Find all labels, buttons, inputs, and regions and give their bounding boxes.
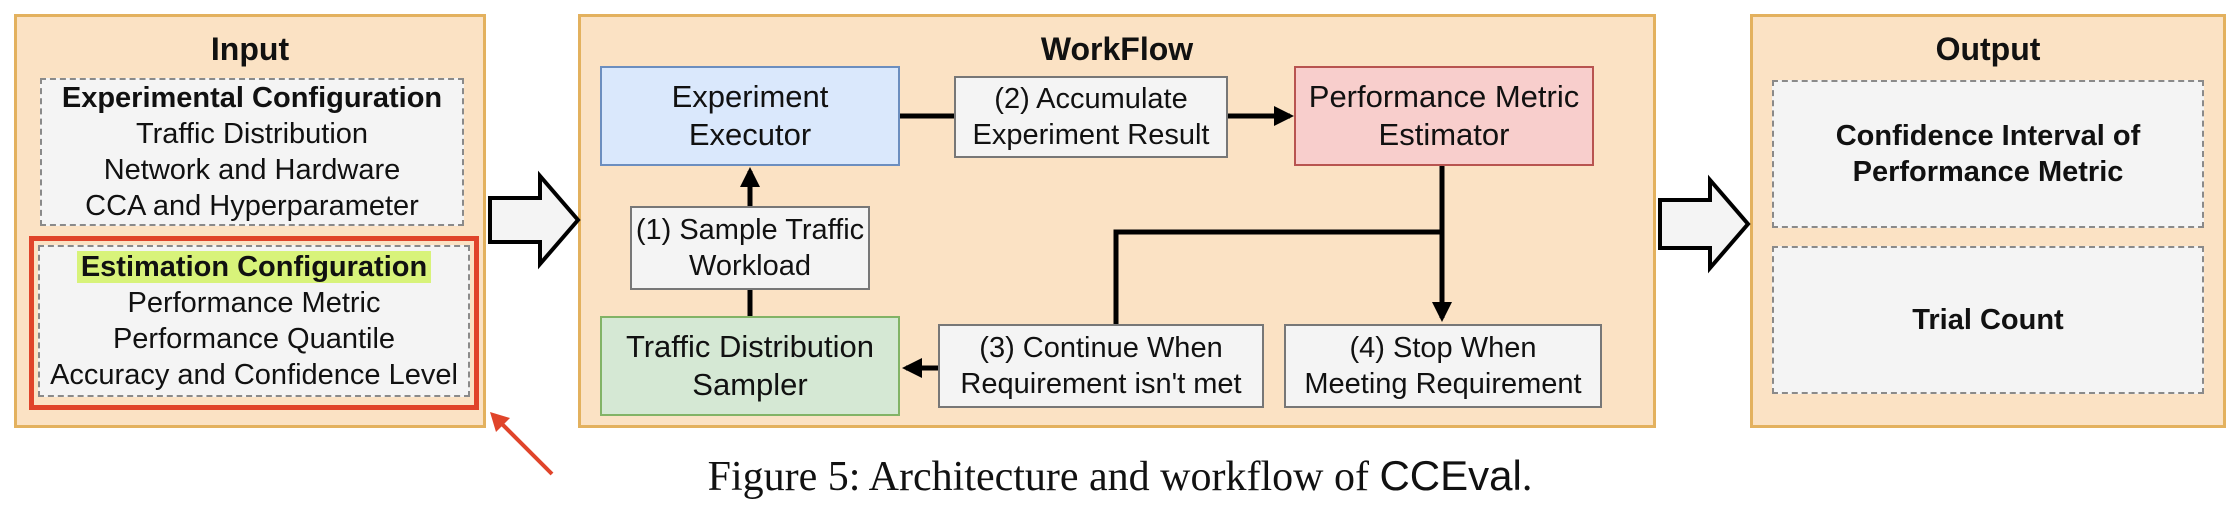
performance-estimator-box: Performance Metric Estimator bbox=[1294, 66, 1594, 166]
confidence-interval-box: Confidence Interval of Performance Metri… bbox=[1772, 80, 2204, 228]
estimation-config-item: Performance Quantile bbox=[112, 323, 396, 355]
highlight-pointer-arrowhead bbox=[490, 412, 510, 432]
experimental-config-item: Traffic Distribution bbox=[135, 118, 369, 150]
sample-workload-line: Workload bbox=[689, 250, 811, 282]
performance-estimator-line: Performance Metric bbox=[1308, 79, 1580, 114]
trial-count-box: Trial Count bbox=[1772, 246, 2204, 394]
confidence-interval-line: Performance Metric bbox=[1852, 156, 2124, 188]
sample-workload-box: (1) Sample Traffic Workload bbox=[630, 206, 870, 290]
stop-box: (4) Stop When Meeting Requirement bbox=[1284, 324, 1602, 408]
estimation-config-heading-text: Estimation Configuration bbox=[76, 251, 432, 283]
sample-workload-line: (1) Sample Traffic bbox=[635, 214, 865, 246]
traffic-sampler-line: Sampler bbox=[692, 367, 808, 402]
estimation-config-item: Performance Metric bbox=[127, 287, 381, 319]
caption-suffix: . bbox=[1521, 454, 1533, 500]
confidence-interval-line: Confidence Interval of bbox=[1835, 120, 2141, 152]
experimental-config-heading: Experimental Configuration bbox=[61, 82, 443, 114]
output-title: Output bbox=[1935, 31, 2041, 67]
caption-prefix: Figure 5: Architecture and workflow of bbox=[707, 454, 1380, 500]
stop-line: Meeting Requirement bbox=[1304, 368, 1582, 400]
experiment-executor-line: Executor bbox=[688, 117, 812, 152]
estimation-config-box: Estimation Configuration Performance Met… bbox=[38, 245, 470, 397]
caption-system-name: CCEval bbox=[1379, 452, 1522, 499]
continue-line: Requirement isn't met bbox=[960, 368, 1242, 400]
trial-count-text: Trial Count bbox=[1912, 304, 2064, 336]
traffic-sampler-line: Traffic Distribution bbox=[625, 329, 875, 364]
traffic-sampler-box: Traffic Distribution Sampler bbox=[600, 316, 900, 416]
estimation-config-heading: Estimation Configuration bbox=[76, 249, 432, 285]
estimation-config-item: Accuracy and Confidence Level bbox=[50, 359, 458, 391]
branch-to-continue-line bbox=[1113, 229, 1442, 324]
experimental-config-item: Network and Hardware bbox=[103, 154, 401, 186]
workflow-title: WorkFlow bbox=[1040, 31, 1194, 67]
performance-estimator-line: Estimator bbox=[1378, 117, 1510, 152]
workflow-to-output-arrow bbox=[1658, 174, 1751, 274]
accumulate-result-box: (2) Accumulate Experiment Result bbox=[954, 76, 1228, 158]
continue-box: (3) Continue When Requirement isn't met bbox=[938, 324, 1264, 408]
experimental-config-box: Experimental Configuration Traffic Distr… bbox=[40, 78, 464, 226]
accumulate-result-line: Experiment Result bbox=[972, 119, 1210, 151]
experiment-executor-box: Experiment Executor bbox=[600, 66, 900, 166]
stop-line: (4) Stop When bbox=[1349, 332, 1537, 364]
experiment-executor-line: Experiment bbox=[671, 79, 829, 114]
figure-caption: Figure 5: Architecture and workflow of C… bbox=[0, 452, 2240, 501]
input-title: Input bbox=[210, 31, 290, 67]
estimation-config-highlight bbox=[29, 236, 479, 410]
accumulate-result-line: (2) Accumulate bbox=[994, 83, 1188, 115]
experimental-config-item: CCA and Hyperparameter bbox=[85, 190, 419, 222]
continue-line: (3) Continue When bbox=[979, 332, 1223, 364]
highlight-pointer-arrow bbox=[492, 414, 554, 476]
input-to-workflow-arrow bbox=[488, 170, 581, 270]
